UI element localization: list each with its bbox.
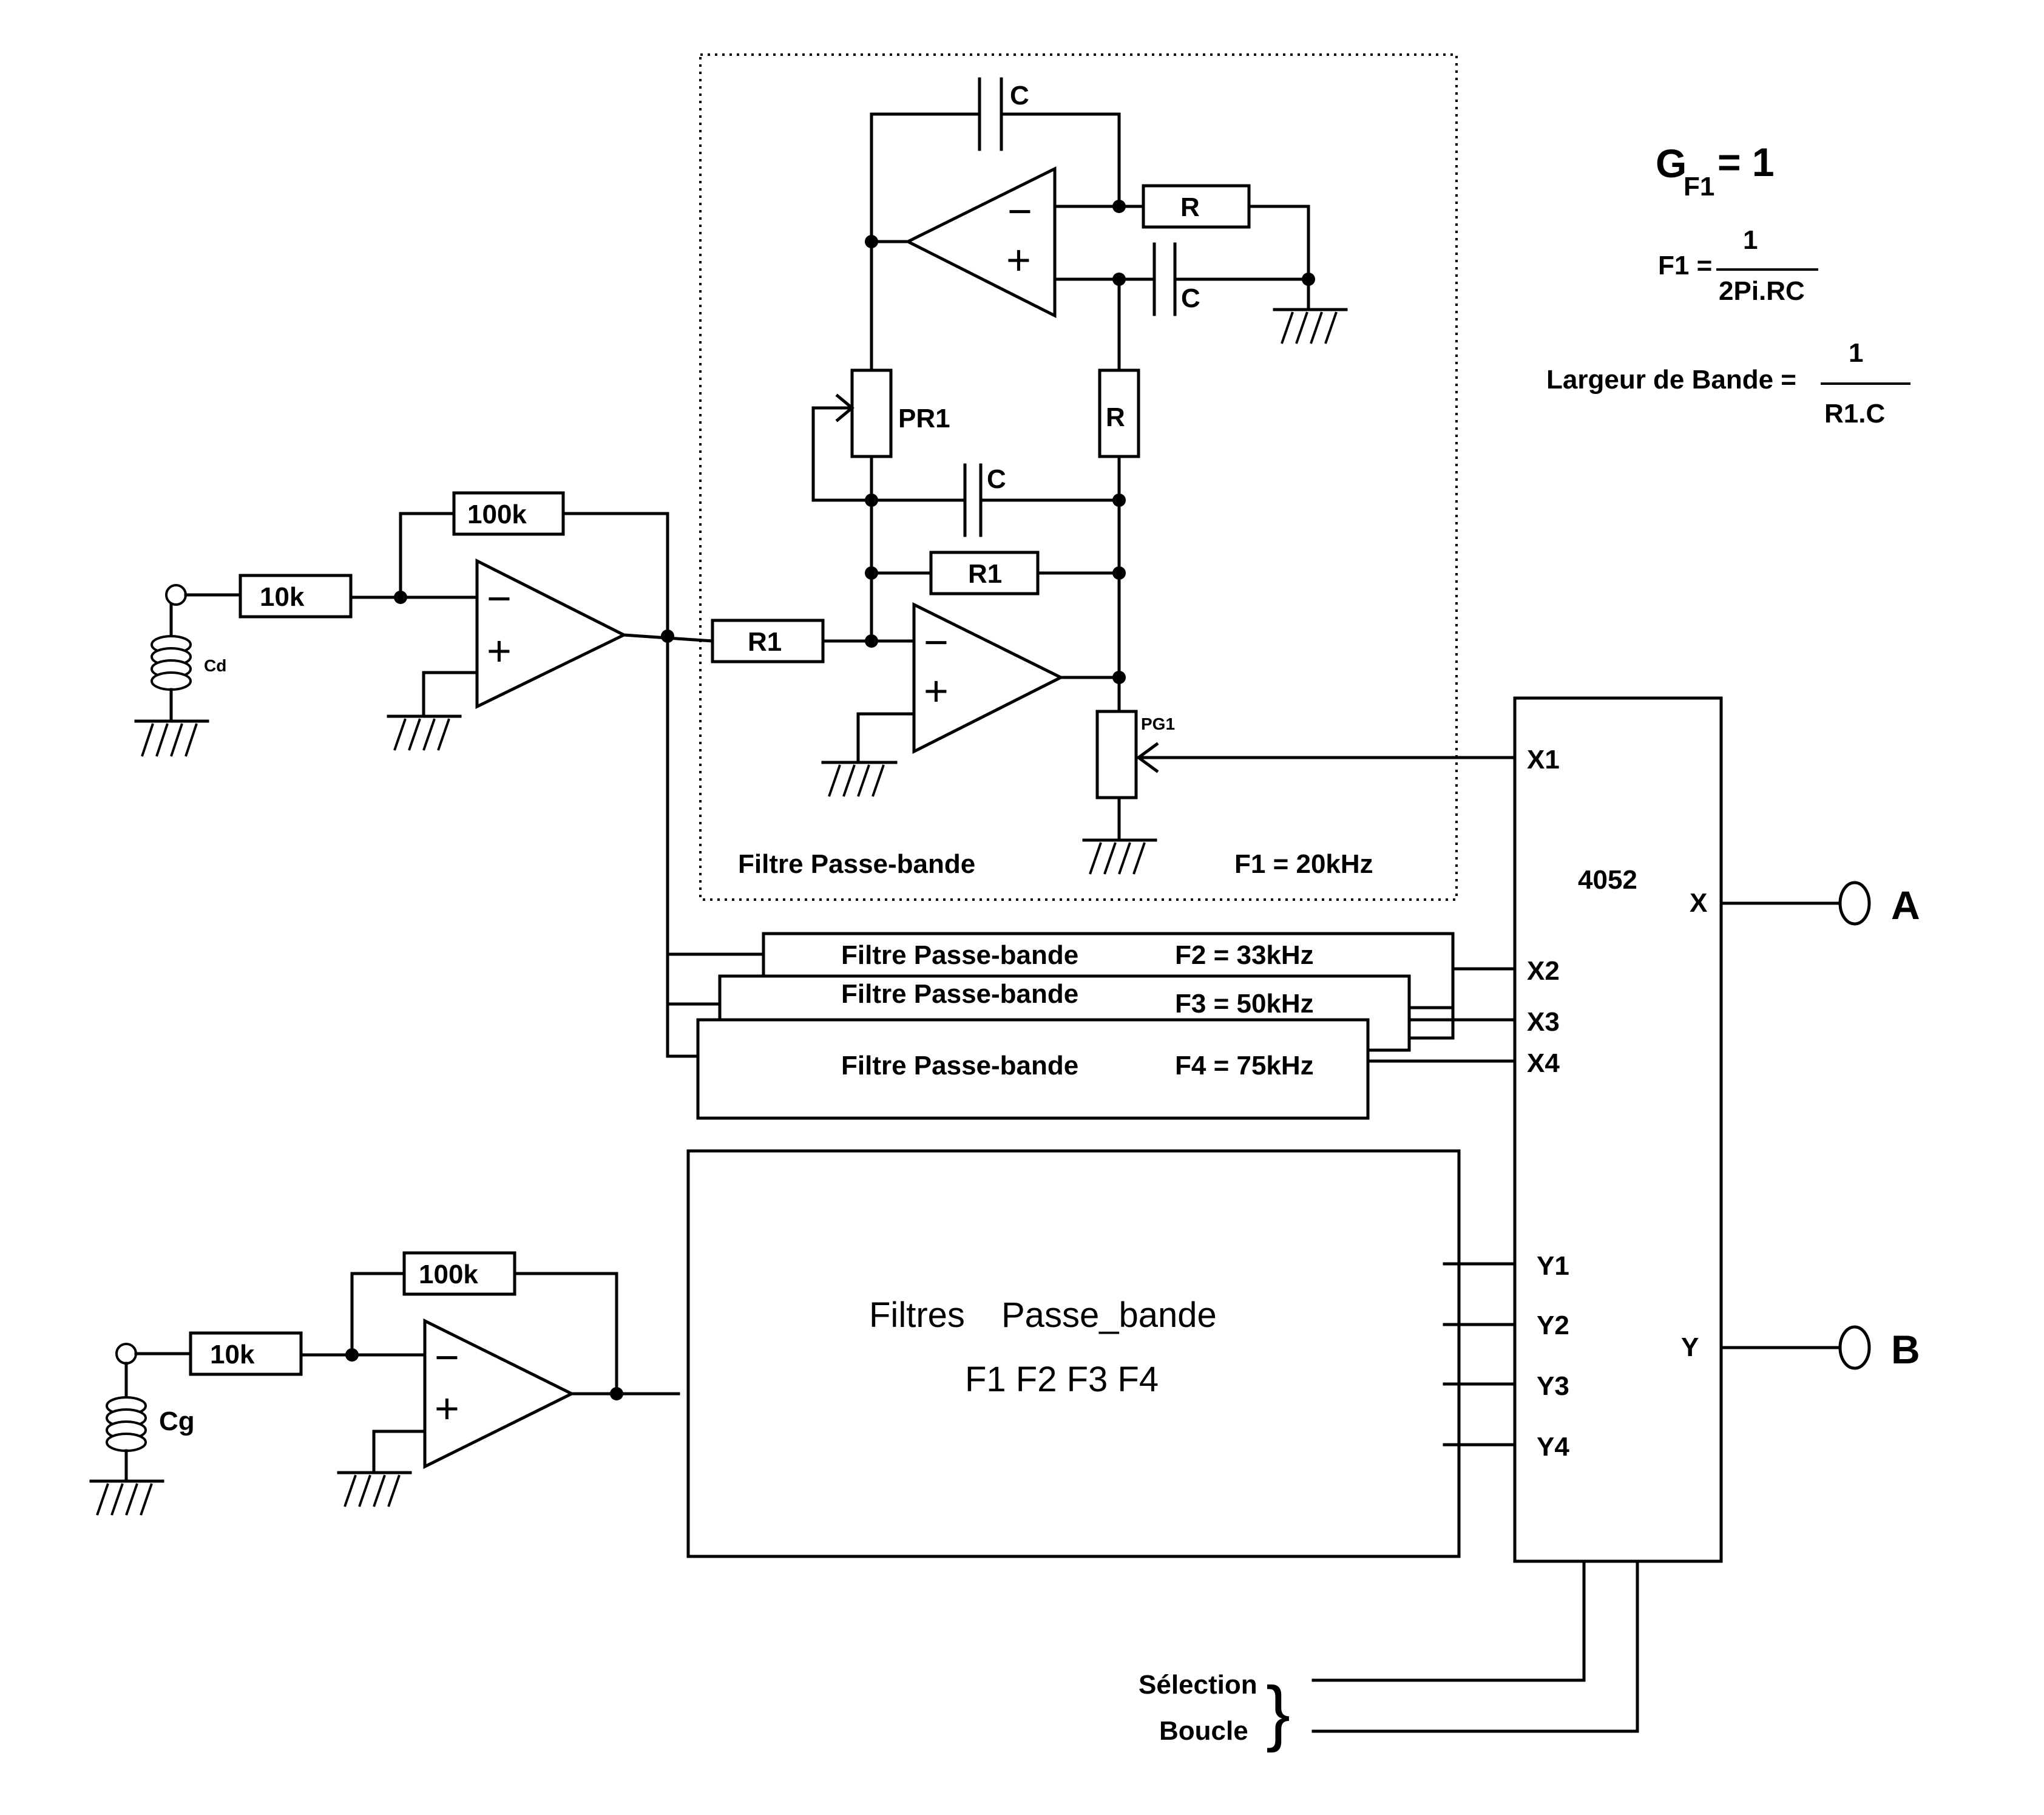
pr1-label: PR1 <box>898 404 950 433</box>
svg-text:+: + <box>435 1385 459 1432</box>
svg-text:R: R <box>1180 192 1200 222</box>
svg-text:10k: 10k <box>260 582 305 612</box>
output-terminal-a <box>1838 881 1871 926</box>
svg-text:F2 = 33kHz: F2 = 33kHz <box>1175 940 1314 970</box>
control-line-boucle <box>1311 1559 1639 1733</box>
pr1-wiper-arrow <box>835 393 854 422</box>
svg-text:10k: 10k <box>210 1340 255 1369</box>
svg-text:−: − <box>487 575 512 622</box>
f1-formula-denominator: 2Pi.RC <box>1719 276 1805 306</box>
ground-symbol-sensor-right <box>134 719 209 757</box>
svg-text:+: + <box>1006 236 1031 283</box>
f1-cap-mid-label: C <box>1181 283 1200 313</box>
svg-text:Filtres: Filtres <box>869 1295 965 1335</box>
opamp-preamp-right: − + <box>475 558 628 710</box>
output-a-label: A <box>1891 883 1920 928</box>
mux-chip-label: 4052 <box>1578 865 1637 895</box>
bandwidth-formula-lhs: Largeur de Bande = <box>1546 365 1796 395</box>
output-b-label: B <box>1891 1327 1920 1372</box>
mux-pin-y2: Y2 <box>1537 1311 1569 1340</box>
filter-f1-label: Filtre Passe-bande <box>738 849 975 879</box>
resistor-10k-right <box>239 574 353 619</box>
f1-resistor-r-top <box>1142 184 1251 229</box>
svg-text:+: + <box>487 627 512 674</box>
mux-pin-y: Y <box>1681 1332 1699 1362</box>
filters-block-left-channel <box>686 1149 1461 1558</box>
mux-4052 <box>1513 696 1723 1563</box>
pg1-wiper-arrow <box>1135 742 1159 773</box>
f1-cap-top-label: C <box>1010 81 1029 110</box>
ground-symbol-f1-opamp <box>821 761 898 797</box>
formula-block: G F1 = 1 F1 = 1 2Pi.RC Largeur de Bande … <box>1546 140 1910 429</box>
ground-symbol-sensor-left <box>89 1479 164 1516</box>
svg-text:100k: 100k <box>419 1260 478 1289</box>
svg-text:Filtre Passe-bande: Filtre Passe-bande <box>841 979 1078 1009</box>
pg1-label: PG1 <box>1141 714 1175 733</box>
mux-pin-x4: X4 <box>1527 1048 1560 1078</box>
gain-value: = 1 <box>1717 140 1775 185</box>
mux-pin-x3: X3 <box>1527 1007 1560 1037</box>
mux-pin-y3: Y3 <box>1537 1371 1569 1401</box>
potentiometer-pg1 <box>1095 710 1138 799</box>
control-line-selection <box>1311 1559 1586 1682</box>
f1-opamp-bottom: − + <box>912 602 1064 755</box>
opamp-preamp-left: − + <box>423 1318 575 1470</box>
f1-cap-lower-label: C <box>987 464 1006 494</box>
svg-text:F3 = 50kHz: F3 = 50kHz <box>1175 989 1314 1019</box>
sensor-left-label: Cg <box>159 1406 195 1436</box>
svg-text:−: − <box>1007 188 1032 235</box>
f1-top-feedback-wire <box>870 112 981 243</box>
ground-symbol-preamp-left <box>337 1471 412 1507</box>
sensor-coil-left <box>106 1396 147 1452</box>
mux-pin-x1: X1 <box>1527 745 1560 775</box>
sensor-right-label: Cd <box>204 656 226 675</box>
resistor-100k-right <box>452 491 565 536</box>
ground-symbol-pg1 <box>1082 838 1157 875</box>
f1-formula-numerator: 1 <box>1743 225 1758 255</box>
resistor-100k-left <box>402 1251 516 1296</box>
filter-f4-block <box>696 1018 1370 1120</box>
f1-formula-lhs: F1 = <box>1658 251 1712 280</box>
sensor-coil-right <box>151 635 192 691</box>
filter-f1-frequency: F1 = 20kHz <box>1234 849 1373 879</box>
ground-symbol-preamp-right <box>387 714 462 751</box>
mux-pin-y4: Y4 <box>1537 1432 1569 1462</box>
svg-text:F4 = 75kHz: F4 = 75kHz <box>1175 1051 1314 1081</box>
f1-resistor-r1-feedback <box>929 551 1040 595</box>
ground-symbol-f1-top <box>1273 308 1348 344</box>
input-terminal-right <box>165 584 187 606</box>
gain-subscript: F1 <box>1684 172 1714 202</box>
control-brace: } <box>1266 1672 1290 1753</box>
svg-text:+: + <box>924 667 949 714</box>
svg-text:R: R <box>1106 402 1125 432</box>
svg-text:100k: 100k <box>467 500 527 529</box>
svg-text:−: − <box>435 1334 459 1381</box>
f1-opamp-top: − + <box>904 166 1057 319</box>
input-terminal-left <box>115 1343 137 1365</box>
bandwidth-formula-numerator: 1 <box>1849 338 1863 368</box>
output-terminal-b <box>1838 1325 1871 1370</box>
control-label-selection: Sélection <box>1139 1670 1257 1700</box>
svg-text:R1: R1 <box>748 627 782 657</box>
svg-text:F1 F2 F3 F4: F1 F2 F3 F4 <box>965 1360 1159 1399</box>
potentiometer-pr1 <box>850 368 893 458</box>
svg-text:Passe_bande: Passe_bande <box>1001 1295 1217 1335</box>
gain-symbol: G <box>1656 141 1687 186</box>
svg-text:Filtre Passe-bande: Filtre Passe-bande <box>841 940 1078 970</box>
control-label-boucle: Boucle <box>1159 1716 1248 1746</box>
mux-pin-x2: X2 <box>1527 956 1560 986</box>
bandwidth-formula-denominator: R1.C <box>1824 399 1885 429</box>
mux-pin-y1: Y1 <box>1537 1251 1569 1281</box>
mux-pin-x: X <box>1690 888 1707 918</box>
svg-text:−: − <box>924 619 949 666</box>
svg-text:Filtre Passe-bande: Filtre Passe-bande <box>841 1051 1078 1081</box>
svg-text:R1: R1 <box>968 559 1002 589</box>
